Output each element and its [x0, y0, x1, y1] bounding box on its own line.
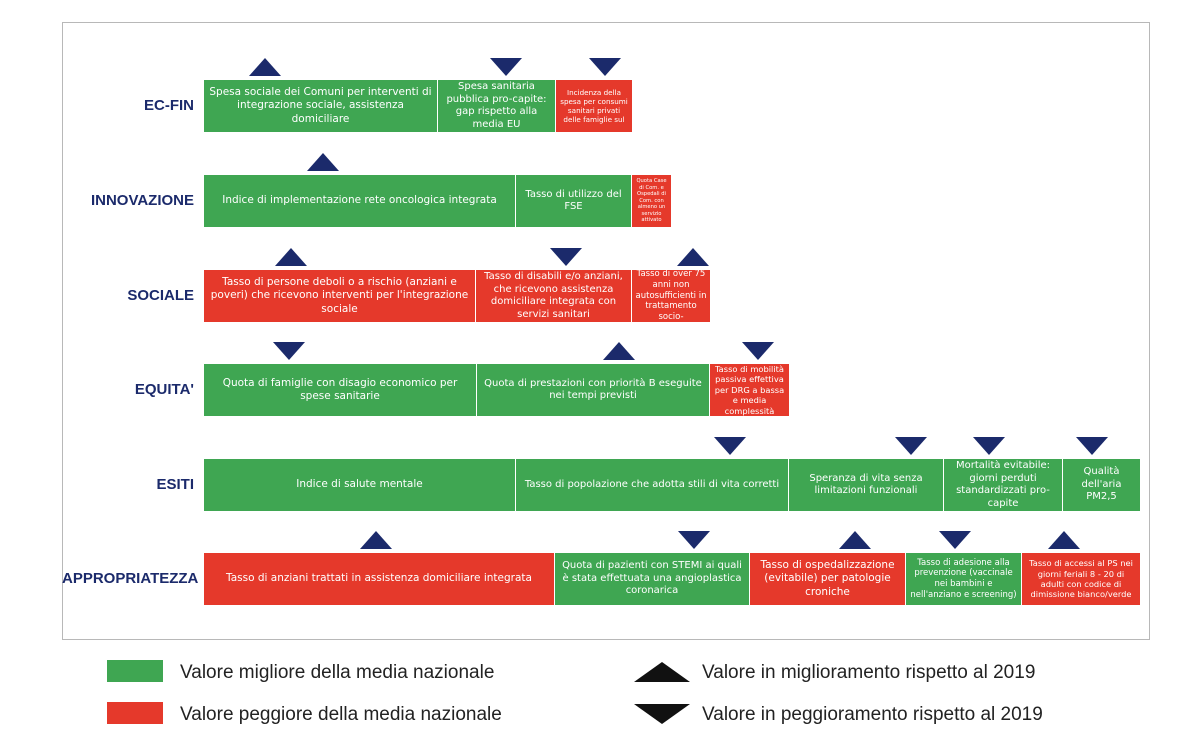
indicator-bar: Quota di pazienti con STEMI ai quali è s…: [555, 553, 750, 605]
indicator-bar: Quota di prestazioni con priorità B eseg…: [477, 364, 710, 416]
indicator-label: Mortalità evitabile: giorni perduti stan…: [955, 460, 1050, 509]
indicator-label: Tasso di persone deboli o a rischio (anz…: [210, 276, 469, 315]
legend-label-better: Valore migliore della media nazionale: [180, 662, 495, 683]
triangle-up-icon: [1047, 531, 1080, 549]
triangle-down-icon: [272, 342, 305, 360]
indicator-label: Tasso di over 75 anni non autosufficient…: [635, 270, 707, 322]
indicator-label: Tasso di disabili e/o anziani, che ricev…: [484, 271, 623, 320]
row-label: EQUITA': [134, 381, 194, 398]
indicator-label: Quota di famiglie con disagio economico …: [222, 376, 458, 402]
indicator-bar: Mortalità evitabile: giorni perduti stan…: [944, 459, 1063, 511]
indicator-label: Speranza di vita senza limitazioni funzi…: [809, 472, 923, 497]
triangle-down-icon: [972, 437, 1005, 455]
triangle-up-icon: [603, 342, 636, 360]
indicator-bar: Tasso di over 75 anni non autosufficient…: [632, 270, 711, 322]
indicator-label: Tasso di ospedalizzazione (evitabile) pe…: [760, 559, 895, 598]
triangle-down-icon: [678, 531, 711, 549]
indicator-bar: Indice di salute mentale: [204, 459, 516, 511]
indicator-bar: Tasso di mobilità passiva effettiva per …: [710, 364, 790, 416]
indicator-label: Tasso di utilizzo del FSE: [525, 188, 622, 213]
indicator-bar: Tasso di ospedalizzazione (evitabile) pe…: [750, 553, 906, 605]
indicator-label: Quota di prestazioni con priorità B eseg…: [484, 377, 702, 402]
triangle-down-icon: [489, 58, 522, 76]
indicator-label: Indice di salute mentale: [296, 478, 423, 491]
triangle-down-icon: [588, 58, 621, 76]
indicator-label: Qualità dell'aria PM2,5: [1081, 466, 1122, 503]
triangle-up-icon: [248, 58, 281, 76]
indicator-label: Spesa sanitaria pubblica pro-capite: gap…: [446, 81, 547, 130]
diagram-frame: [62, 22, 1150, 640]
row-label: APPROPRIATEZZA: [62, 570, 199, 587]
triangle-down-icon: [714, 437, 747, 455]
indicator-bar: Qualità dell'aria PM2,5: [1063, 459, 1141, 511]
indicator-bar: Spesa sanitaria pubblica pro-capite: gap…: [438, 80, 556, 132]
indicator-bar: Tasso di disabili e/o anziani, che ricev…: [476, 270, 632, 322]
indicator-bar: Tasso di anziani trattati in assistenza …: [204, 553, 555, 605]
triangle-down-icon: [1076, 437, 1109, 455]
indicator-bar: Tasso di utilizzo del FSE: [516, 175, 632, 227]
row-label: EC-FIN: [144, 97, 194, 114]
indicator-bar: Speranza di vita senza limitazioni funzi…: [789, 459, 944, 511]
triangle-up-icon: [359, 531, 392, 549]
indicator-bar: Spesa sociale dei Comuni per interventi …: [204, 80, 438, 132]
indicator-bar: Tasso di popolazione che adotta stili di…: [516, 459, 789, 511]
indicator-label: Indice di implementazione rete oncologic…: [222, 194, 497, 207]
indicator-label: Quota Case di Com. e Ospedali di Com. co…: [636, 178, 667, 224]
indicator-bar: Tasso di accessi al PS nei giorni ferial…: [1022, 553, 1141, 605]
indicator-bar: Tasso di persone deboli o a rischio (anz…: [204, 270, 476, 322]
indicator-label: Spesa sociale dei Comuni per interventi …: [209, 86, 432, 125]
triangle-down-icon: [742, 342, 774, 360]
legend-triangle-up-icon: [634, 662, 690, 682]
legend-triangle-down-icon: [634, 704, 690, 724]
indicator-label: Tasso di accessi al PS nei giorni ferial…: [1029, 558, 1133, 600]
triangle-down-icon: [549, 248, 582, 266]
row-label: ESITI: [156, 476, 194, 493]
indicator-label: Tasso di mobilità passiva effettiva per …: [714, 364, 785, 416]
indicator-label: Tasso di anziani trattati in assistenza …: [226, 572, 532, 585]
triangle-up-icon: [275, 248, 308, 266]
indicator-bar: Quota Case di Com. e Ospedali di Com. co…: [632, 175, 672, 227]
indicator-bar: Quota di famiglie con disagio economico …: [204, 364, 477, 416]
row-label: SOCIALE: [127, 287, 194, 304]
triangle-up-icon: [838, 531, 871, 549]
indicator-bar: Indice di implementazione rete oncologic…: [204, 175, 516, 227]
triangle-down-icon: [939, 531, 972, 549]
indicator-label: Tasso di popolazione che adotta stili di…: [524, 478, 780, 490]
legend-label-worse: Valore peggiore della media nazionale: [180, 704, 502, 725]
legend-swatch-better: [107, 660, 163, 682]
triangle-up-icon: [677, 248, 710, 266]
legend-label-down: Valore in peggioramento rispetto al 2019: [702, 704, 1043, 725]
indicator-label: Quota di pazienti con STEMI ai quali è s…: [562, 560, 742, 597]
indicator-bar: Tasso di adesione alla prevenzione (vacc…: [906, 553, 1022, 605]
row-label: INNOVAZIONE: [90, 192, 194, 209]
legend-swatch-worse: [107, 702, 163, 724]
indicator-label: Tasso di adesione alla prevenzione (vacc…: [910, 557, 1017, 600]
indicator-bar: Incidenza della spesa per consumi sanita…: [556, 80, 633, 132]
legend-label-up: Valore in miglioramento rispetto al 2019: [702, 662, 1036, 683]
indicator-label: Incidenza della spesa per consumi sanita…: [560, 88, 628, 124]
triangle-down-icon: [895, 437, 928, 455]
triangle-up-icon: [306, 153, 339, 171]
